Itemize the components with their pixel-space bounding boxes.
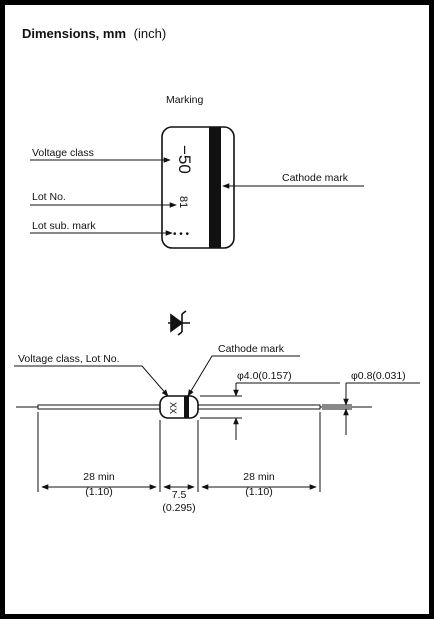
side-body-marking: XX [168,402,178,414]
page-title: Dimensions, mm (inch) [22,26,166,41]
right-lead-length-inch: (1.10) [245,486,272,498]
extension-lines [37,412,321,492]
marking-heading: Marking [166,94,204,106]
cathode-mark-label-top: Cathode mark [282,172,349,184]
lot-sub-mark-label: Lot sub. mark [32,220,96,232]
voltage-class-label: Voltage class [32,147,94,159]
lead-diameter-label: φ0.8(0.031) [351,370,406,382]
diode-top-body [161,126,235,249]
lot-number-marking: 81 [177,196,189,208]
body-diameter-label: φ4.0(0.157) [237,370,292,382]
left-lead-length: 28 min [83,471,115,483]
voltage-class-marking: −50 [175,145,194,174]
left-lead-length-inch: (1.10) [85,486,112,498]
lead-diameter-dimension [322,383,352,435]
body-diameter-dimension [200,383,242,440]
zener-diode-symbol [168,310,190,336]
lot-sub-mark-dots: • • • [173,229,190,240]
lot-no-label: Lot No. [32,191,66,203]
cathode-mark-leader-side [187,355,300,397]
voltage-lot-label: Voltage class, Lot No. [18,353,120,365]
voltage-lot-leader [14,365,169,397]
diode-side-body [159,395,199,419]
right-lead-length: 28 min [243,471,275,483]
cathode-mark-label-side: Cathode mark [218,343,285,355]
body-length: 7.5 [172,489,187,501]
cathode-band [209,127,221,248]
cathode-band-side [184,396,189,418]
body-length-inch: (0.295) [162,502,195,514]
